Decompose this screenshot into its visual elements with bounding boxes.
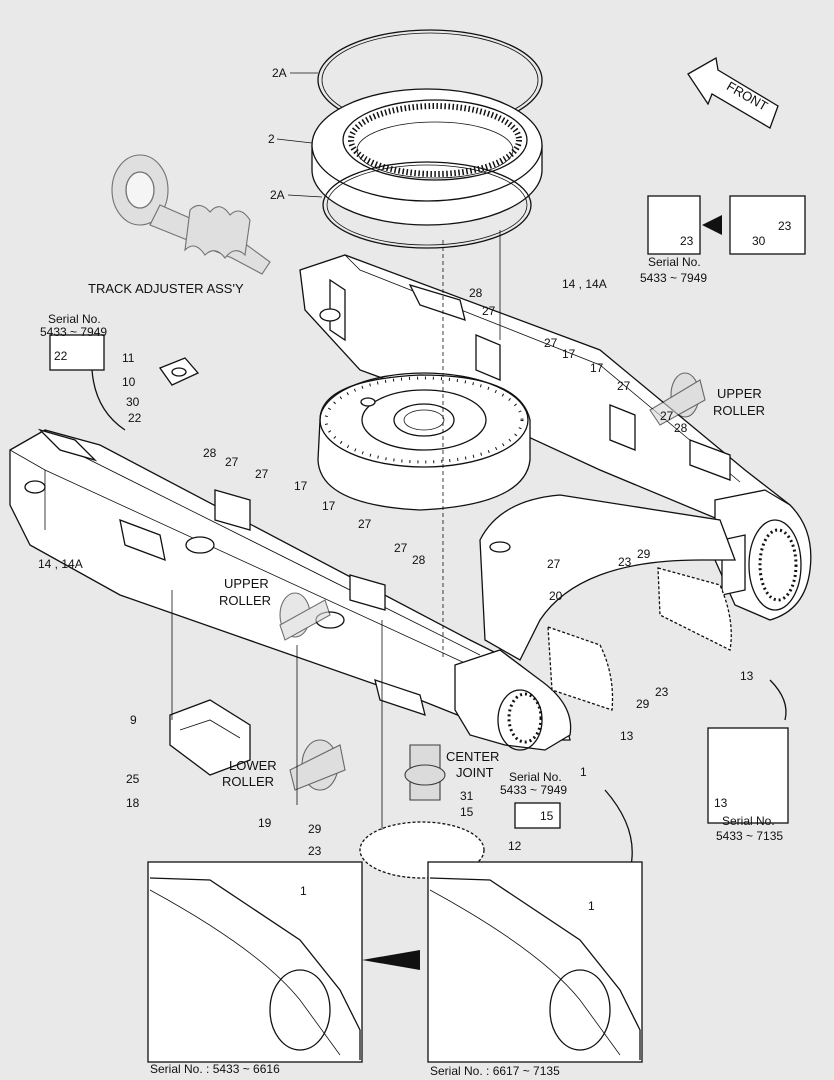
svg-text:30: 30 <box>752 234 766 248</box>
svg-text:13: 13 <box>714 796 728 810</box>
svg-text:28: 28 <box>203 446 217 460</box>
svg-text:22: 22 <box>128 411 142 425</box>
detail-panel-5433-6616 <box>147 861 363 1063</box>
svg-text:19: 19 <box>258 816 272 830</box>
label-upper-roller-left-2: ROLLER <box>219 593 271 608</box>
label-14-top: 14 , 14A <box>562 277 607 291</box>
svg-text:30: 30 <box>126 395 140 409</box>
svg-text:23: 23 <box>618 555 632 569</box>
svg-text:15: 15 <box>460 805 474 819</box>
assembly-lines <box>171 230 501 830</box>
svg-text:1: 1 <box>580 765 587 779</box>
bearing-gear-teeth <box>348 103 522 177</box>
svg-text:27: 27 <box>617 379 631 393</box>
detail-box-23-30 <box>647 195 806 255</box>
serial-label-panel-right: Serial No. : 6617 ~ 7135 <box>430 1064 560 1078</box>
svg-text:23: 23 <box>680 234 694 248</box>
serial-range-right: 5433 ~ 7949 <box>640 271 707 285</box>
serial-label-panel-left: Serial No. : 5433 ~ 6616 <box>150 1062 280 1076</box>
svg-text:Serial No.: Serial No. <box>722 814 775 828</box>
svg-text:12: 12 <box>508 839 522 853</box>
track-frame-left-rail <box>9 428 571 741</box>
detail-box-13 <box>707 727 789 824</box>
svg-text:27: 27 <box>394 541 408 555</box>
svg-text:23: 23 <box>308 844 322 858</box>
svg-text:9: 9 <box>130 713 137 727</box>
svg-text:5433 ~ 7949: 5433 ~ 7949 <box>500 783 567 797</box>
svg-text:28: 28 <box>674 421 688 435</box>
serial-range-left: 5433 ~ 7949 <box>40 325 107 339</box>
svg-text:18: 18 <box>126 796 140 810</box>
svg-text:27: 27 <box>544 336 558 350</box>
panel-arrow <box>362 950 420 970</box>
o-ring-lower <box>322 161 532 249</box>
svg-text:17: 17 <box>590 361 604 375</box>
svg-text:5433 ~ 7135: 5433 ~ 7135 <box>716 829 783 843</box>
center-boss <box>317 374 531 511</box>
svg-text:28: 28 <box>469 286 483 300</box>
svg-text:27: 27 <box>225 455 239 469</box>
label-2a-top: 2A <box>272 66 287 80</box>
serial-label-right: Serial No. <box>648 255 701 269</box>
svg-text:27: 27 <box>255 467 269 481</box>
svg-text:1: 1 <box>300 884 307 898</box>
track-frame-left-end <box>454 649 572 751</box>
label-lower-roller-1: LOWER <box>229 758 277 773</box>
svg-text:27: 27 <box>660 409 674 423</box>
svg-text:11: 11 <box>122 351 135 365</box>
svg-text:25: 25 <box>126 772 140 786</box>
upper-roller-right <box>649 372 706 426</box>
svg-text:28: 28 <box>412 553 426 567</box>
svg-text:27: 27 <box>482 304 496 318</box>
svg-text:29: 29 <box>308 822 322 836</box>
part-labels: 2A 2 2A TRACK ADJUSTER ASS'Y Serial No. … <box>38 66 792 1078</box>
svg-text:29: 29 <box>637 547 651 561</box>
track-adjuster <box>111 154 271 275</box>
detail-box-15 <box>514 802 561 829</box>
label-center-joint-1: CENTER <box>446 749 499 764</box>
svg-text:17: 17 <box>294 479 308 493</box>
label-upper-roller-left-1: UPPER <box>224 576 269 591</box>
detail-panel-6617-7135 <box>427 861 643 1063</box>
label-2: 2 <box>268 132 275 146</box>
front-arrow: FRONT <box>687 56 779 129</box>
svg-text:15: 15 <box>540 809 554 823</box>
bracket-10-11 <box>158 357 200 386</box>
swing-bearing-group <box>311 29 543 249</box>
label-center-joint-2: JOINT <box>456 765 494 780</box>
svg-text:Serial No.: Serial No. <box>509 770 562 784</box>
label-upper-roller-right-2: ROLLER <box>713 403 765 418</box>
label-2a-bottom: 2A <box>270 188 285 202</box>
svg-text:13: 13 <box>620 729 634 743</box>
svg-text:17: 17 <box>562 347 576 361</box>
label-track-adjuster: TRACK ADJUSTER ASS'Y <box>88 281 244 296</box>
center-joint <box>404 744 446 801</box>
bracket-9 <box>169 699 251 776</box>
center-frame <box>317 372 736 661</box>
serial-label-left: Serial No. <box>48 312 101 326</box>
track-frame-right-rail <box>299 254 791 541</box>
label-lower-roller-2: ROLLER <box>222 774 274 789</box>
svg-text:22: 22 <box>54 349 68 363</box>
upper-roller-left <box>279 592 331 641</box>
svg-text:10: 10 <box>122 375 136 389</box>
svg-text:23: 23 <box>778 219 792 233</box>
svg-text:27: 27 <box>547 557 561 571</box>
svg-text:27: 27 <box>358 517 372 531</box>
svg-text:13: 13 <box>740 669 754 683</box>
svg-text:20: 20 <box>549 589 563 603</box>
label-upper-roller-right-1: UPPER <box>717 386 762 401</box>
detail-box-22 <box>49 334 105 371</box>
svg-text:29: 29 <box>636 697 650 711</box>
label-14-left: 14 , 14A <box>38 557 83 571</box>
svg-text:23: 23 <box>655 685 669 699</box>
svg-text:17: 17 <box>322 499 336 513</box>
svg-text:31: 31 <box>460 789 474 803</box>
lower-roller <box>289 739 346 791</box>
svg-text:1: 1 <box>588 899 595 913</box>
